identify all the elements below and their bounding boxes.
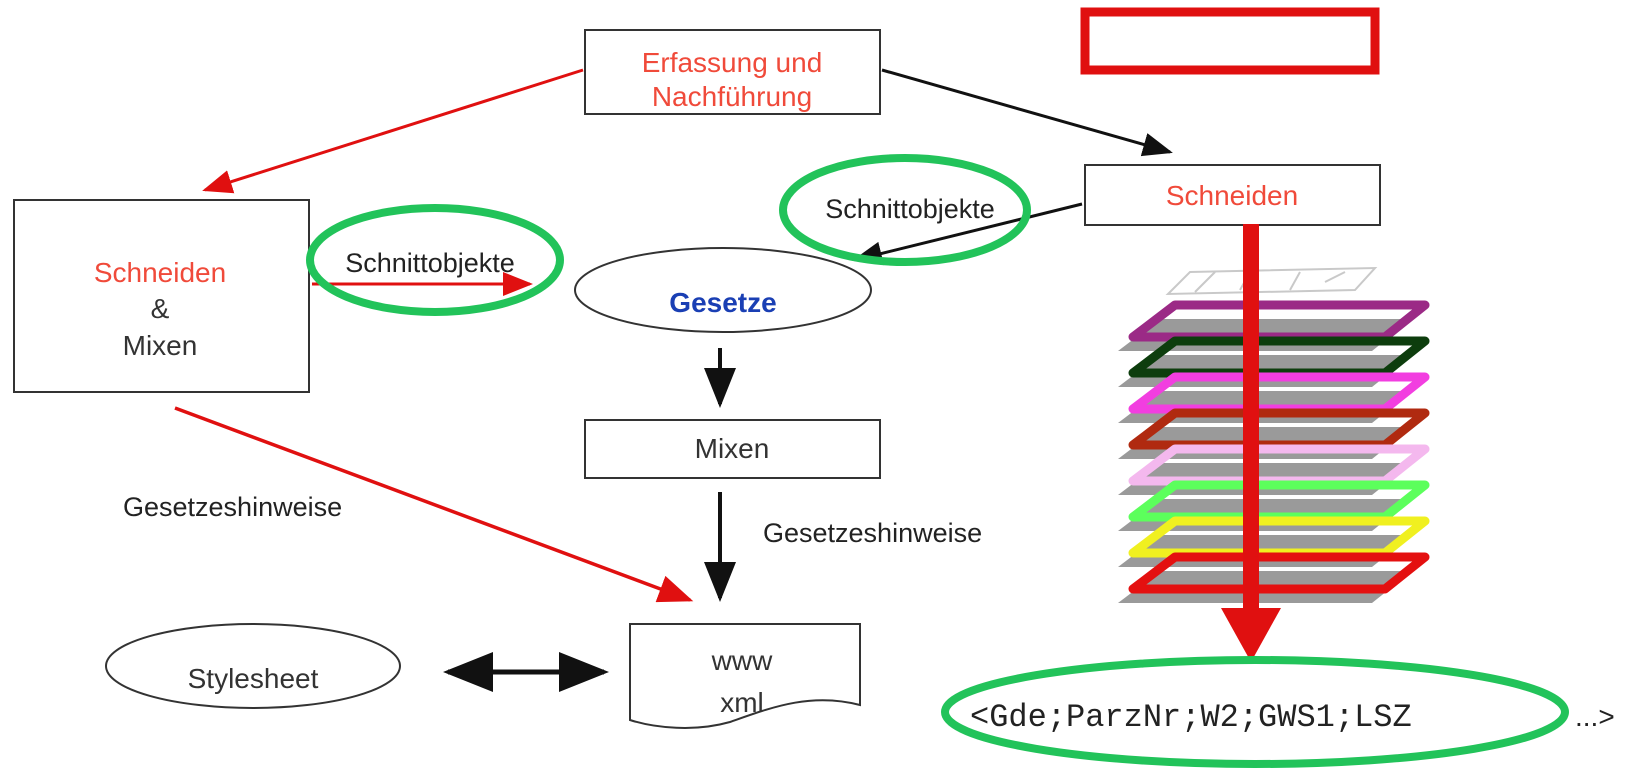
- www-document-node: www xml: [629, 623, 861, 729]
- mix-node: Mixen: [584, 419, 881, 479]
- cut-mix-label-line2: &: [151, 293, 170, 324]
- layer-stack: [1118, 224, 1430, 662]
- cut-mix-label-line1: Schneiden: [94, 257, 226, 288]
- layer-frame: [1128, 552, 1430, 594]
- record-text: <Gde;ParzNr;W2;GWS1;LSZ: [970, 699, 1412, 736]
- laws-node: Gesetze: [574, 247, 872, 333]
- cut-down-arrow-head: [1221, 608, 1281, 662]
- capture-label-line1: Erfassung und: [642, 47, 823, 78]
- capture-label-line2: Nachführung: [652, 81, 812, 112]
- cut-objects-right-label: Schnittobjekte: [825, 194, 995, 224]
- arrow-cut-to-laws: [852, 202, 1083, 266]
- cut-objects-right-highlight: [779, 154, 1031, 266]
- layer-sketch: [1165, 266, 1378, 296]
- law-hints-left-label: Gesetzeshinweise: [123, 492, 342, 522]
- www-label-line2: xml: [720, 687, 764, 718]
- cut-objects-left-label: Schnittobjekte: [345, 248, 515, 278]
- cut-label: Schneiden: [1166, 180, 1298, 211]
- record-highlight: [941, 656, 1569, 768]
- cut-mix-label-line3: Mixen: [123, 330, 198, 361]
- cut-node: Schneiden: [1084, 164, 1381, 226]
- stylesheet-node: Stylesheet: [105, 623, 401, 709]
- record-ellipsis: ...>: [1575, 701, 1615, 732]
- www-label-line1: www: [711, 645, 773, 676]
- arrow-cutmix-to-www: [174, 406, 694, 603]
- cut-mix-node: Schneiden & Mixen: [13, 199, 310, 393]
- stylesheet-label: Stylesheet: [188, 663, 319, 694]
- cut-down-arrow-shaft: [1243, 224, 1259, 609]
- arrow-capture-to-cutmix: [202, 68, 584, 194]
- laws-label: Gesetze: [669, 287, 776, 318]
- capture-node: Erfassung und Nachführung: [584, 29, 881, 115]
- mix-label: Mixen: [695, 433, 770, 464]
- law-hints-center-label: Gesetzeshinweise: [763, 518, 982, 548]
- empty-red-frame: [1080, 7, 1380, 75]
- cut-objects-left-highlight: [306, 204, 564, 316]
- arrow-capture-to-cut: [881, 68, 1173, 157]
